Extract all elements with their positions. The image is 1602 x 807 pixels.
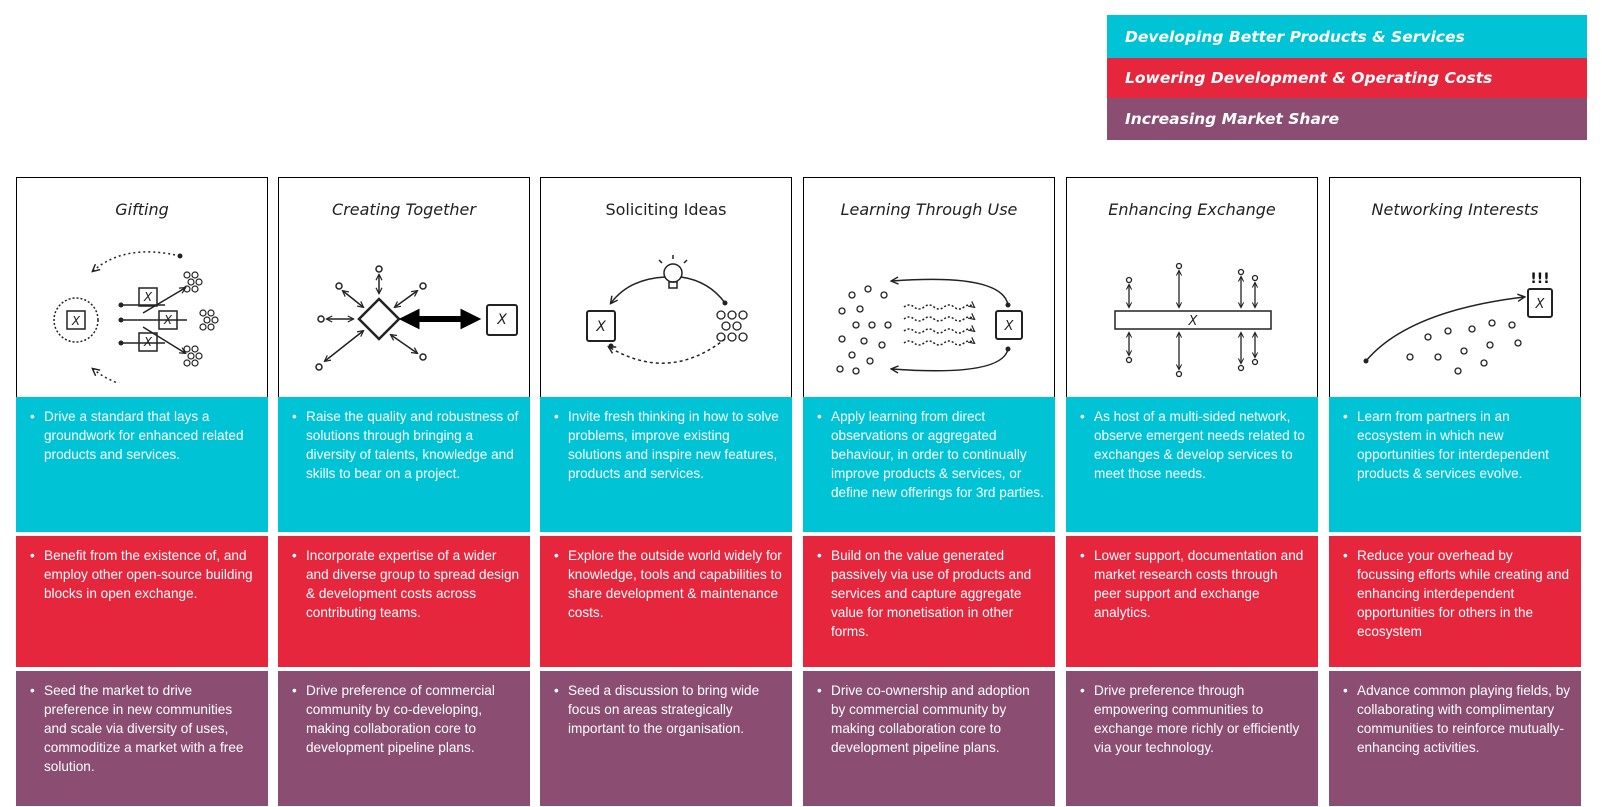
svg-text:X: X [1535, 297, 1546, 312]
legend-costs-label: Lowering Development & Operating Costs [1125, 69, 1493, 87]
cell-soliciting-ideas-market: •Seed a discussion to bring wide focus o… [540, 671, 792, 806]
cell-creating-together-market: •Drive preference of commercial communit… [278, 671, 530, 806]
svg-text:X: X [595, 319, 606, 335]
svg-text:X: X [1004, 319, 1015, 334]
cell-soliciting-ideas-costs: •Explore the outside world widely for kn… [540, 536, 792, 667]
column-title: Creating Together [332, 200, 476, 219]
cell-soliciting-ideas-products: •Invite fresh thinking in how to solve p… [540, 397, 792, 532]
exclamation-icon: !!! [1530, 271, 1549, 287]
header-box-enhancing-exchange: Enhancing Exchange X [1066, 177, 1318, 398]
networking-interests-diagram-icon: X !!! [1363, 271, 1553, 375]
cell-gifting-products: •Drive a standard that lays a groundwork… [16, 397, 268, 532]
cell-creating-together-costs: •Incorporate expertise of a wider and di… [278, 536, 530, 667]
svg-text:X: X [143, 290, 153, 304]
svg-text:X: X [163, 313, 173, 327]
legend-market: Increasing Market Share [1107, 98, 1587, 140]
cell-learning-through-use-market: •Drive co-ownership and adoption by comm… [803, 671, 1055, 806]
cell-creating-together-products: •Raise the quality and robustness of sol… [278, 397, 530, 532]
column-title: Learning Through Use [840, 200, 1018, 219]
enhancing-exchange-diagram-icon: X [1114, 262, 1272, 378]
learning-through-use-diagram-icon: X [836, 233, 1023, 375]
creating-together-diagram-icon: X [315, 265, 518, 371]
cell-enhancing-exchange-costs: •Lower support, documentation and market… [1066, 536, 1318, 667]
header-box-learning-through-use: Learning Through Use [803, 177, 1055, 398]
legend-market-label: Increasing Market Share [1125, 110, 1340, 128]
svg-text:X: X [143, 335, 153, 349]
legend-products-label: Developing Better Products & Services [1125, 27, 1465, 46]
cell-learning-through-use-products: •Apply learning from direct observations… [803, 397, 1055, 532]
header-box-networking-interests: Networking Interests X !!! [1329, 177, 1581, 398]
cell-networking-interests-products: •Learn from partners in an ecosystem in … [1329, 397, 1581, 532]
svg-text:X: X [1188, 314, 1199, 329]
cell-learning-through-use-costs: •Build on the value generated passively … [803, 536, 1055, 667]
column-title: Networking Interests [1371, 200, 1539, 219]
cell-enhancing-exchange-products: •As host of a multi-sided network, obser… [1066, 397, 1318, 532]
column-title: Enhancing Exchange [1108, 200, 1276, 219]
cell-enhancing-exchange-market: •Drive preference through empowering com… [1066, 671, 1318, 806]
header-box-creating-together: Creating Together X [278, 177, 530, 398]
legend-products: Developing Better Products & Services [1107, 15, 1587, 58]
svg-text:X: X [71, 314, 81, 328]
cell-gifting-market: •Seed the market to drive preference in … [16, 671, 268, 806]
soliciting-ideas-diagram-icon: X [586, 255, 748, 364]
cell-gifting-costs: •Benefit from the existence of, and empl… [16, 536, 268, 667]
legend-costs: Lowering Development & Operating Costs [1107, 58, 1587, 98]
cell-networking-interests-market: •Advance common playing fields, by colla… [1329, 671, 1581, 806]
svg-text:X: X [496, 312, 507, 328]
header-box-soliciting-ideas: Soliciting Ideas X [540, 177, 792, 398]
column-title: Soliciting Ideas [605, 200, 727, 219]
cell-networking-interests-costs: •Reduce your overhead by focussing effor… [1329, 536, 1581, 667]
header-box-gifting: Gifting [16, 177, 268, 398]
column-title: Gifting [115, 200, 169, 219]
